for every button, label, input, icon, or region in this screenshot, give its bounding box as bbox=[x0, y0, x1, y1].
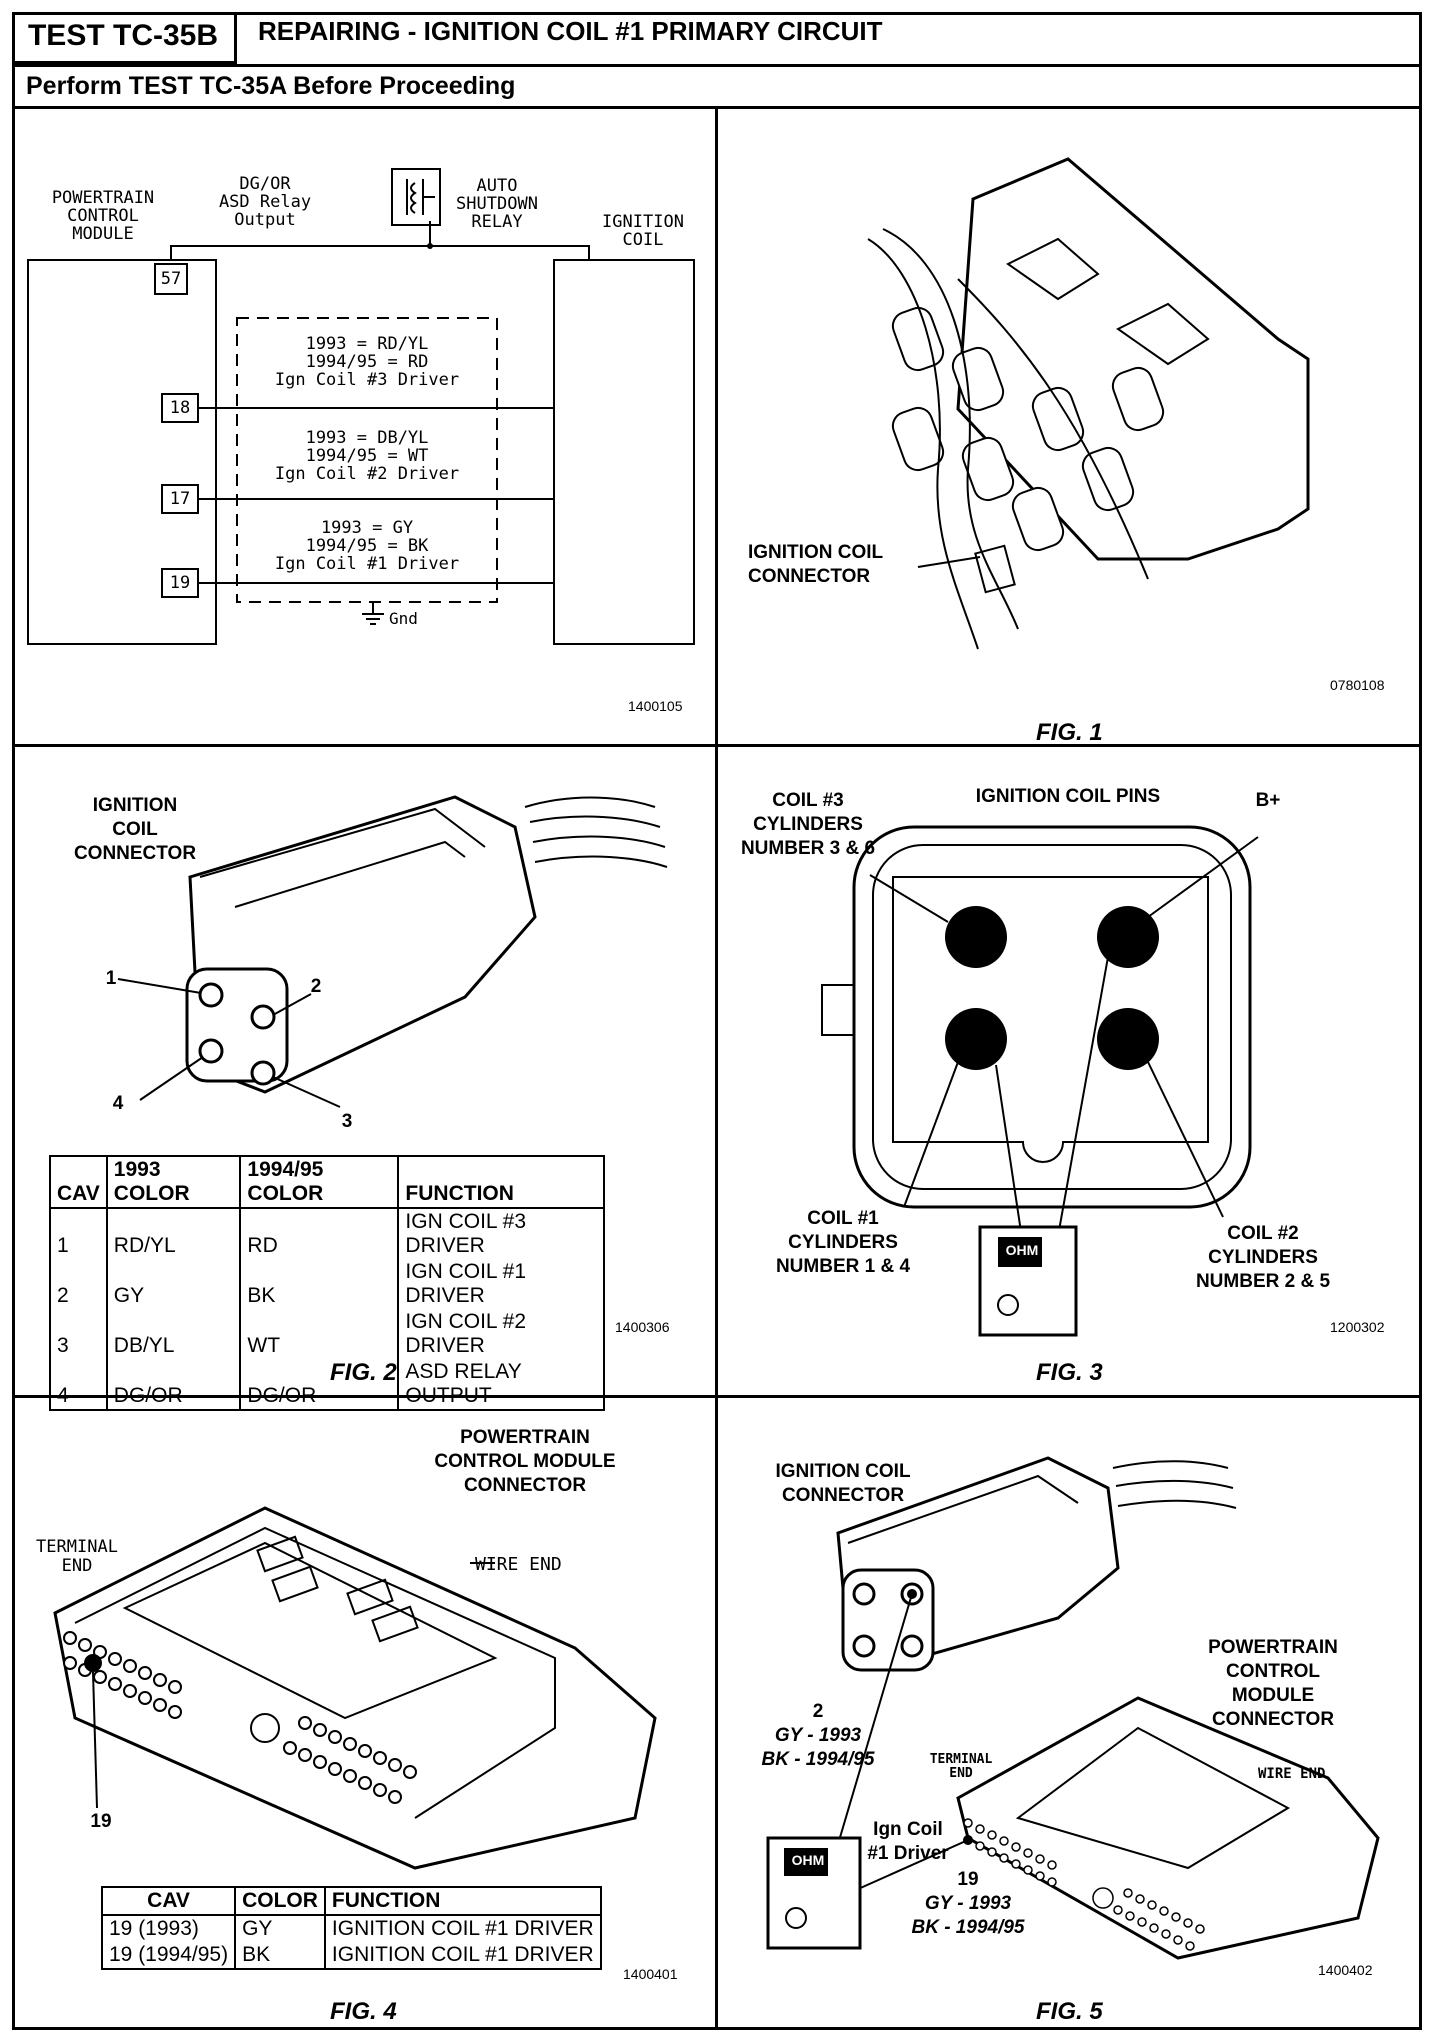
col-cav: CAV bbox=[100, 1886, 237, 1916]
test-hookup-drawing bbox=[766, 1456, 1380, 1960]
fig3-meter-display: OHM bbox=[1005, 1242, 1039, 1258]
fig5-pin2: 2 GY - 1993 BK - 1994/95 bbox=[761, 1701, 875, 1770]
coil-pack-drawing bbox=[867, 157, 1310, 650]
fig2-caption: FIG. 2 bbox=[330, 1359, 397, 1386]
panel-divider-vertical bbox=[715, 106, 718, 2030]
col-1993-color: 1993 COLOR bbox=[105, 1155, 242, 1209]
col-1994-color: 1994/95 COLOR bbox=[239, 1155, 400, 1209]
fig4-code: 1400401 bbox=[623, 1966, 678, 1982]
col-cav: CAV bbox=[49, 1155, 108, 1209]
fig1-caption: FIG. 1 bbox=[1036, 719, 1103, 746]
fig4-pin-19: 19 bbox=[90, 1811, 112, 1832]
table-header: CAV COLOR FUNCTION bbox=[100, 1886, 602, 1916]
callout-1: 1 bbox=[105, 968, 117, 989]
page-title: REPAIRING - IGNITION COIL #1 PRIMARY CIR… bbox=[258, 16, 883, 46]
pin-57: 57 bbox=[160, 269, 182, 289]
fig4-wire-end: WIRE END bbox=[475, 1554, 562, 1575]
pin-18: 18 bbox=[169, 398, 191, 418]
page-subtitle: Perform TEST TC-35A Before Proceeding bbox=[26, 72, 516, 100]
coil-pins-drawing bbox=[821, 825, 1259, 1337]
panel-divider-row2 bbox=[12, 1395, 1422, 1398]
col-color: COLOR bbox=[234, 1886, 326, 1916]
panel-divider-row1 bbox=[12, 744, 1422, 747]
fig3-code: 1200302 bbox=[1330, 1319, 1385, 1335]
pin-19: 19 bbox=[169, 573, 191, 593]
fig5-wire-end: WIRE END bbox=[1258, 1766, 1326, 1782]
col-function: FUNCTION bbox=[323, 1886, 602, 1916]
connector-drawing bbox=[117, 795, 668, 1108]
test-id: TEST TC-35B bbox=[12, 12, 237, 64]
fig3-title: IGNITION COIL PINS bbox=[975, 786, 1161, 807]
fig5-pin19: 19 GY - 1993 BK - 1994/95 bbox=[911, 1869, 1025, 1938]
bplus-label: B+ bbox=[1255, 790, 1281, 811]
fig5-meter-display: OHM bbox=[791, 1852, 825, 1868]
schematic-code: 1400105 bbox=[628, 698, 683, 714]
fig5-driver-label: Ign Coil#1 Driver bbox=[867, 1819, 949, 1864]
fig5-caption: FIG. 5 bbox=[1036, 1998, 1103, 2025]
callout-4: 4 bbox=[112, 1093, 124, 1114]
pcm-connector-drawing bbox=[53, 1506, 657, 1870]
fig1-code: 0780108 bbox=[1330, 677, 1385, 693]
callout-3: 3 bbox=[341, 1111, 353, 1132]
fig5-code: 1400402 bbox=[1318, 1962, 1373, 1978]
table-header: CAV 1993 COLOR 1994/95 COLOR FUNCTION bbox=[49, 1155, 605, 1209]
fig3-caption: FIG. 3 bbox=[1036, 1359, 1103, 1386]
schematic-lines bbox=[27, 168, 695, 645]
fig4-caption: FIG. 4 bbox=[330, 1998, 397, 2025]
ground-label: Gnd bbox=[389, 609, 418, 628]
callout-2: 2 bbox=[310, 976, 322, 997]
header-divider bbox=[12, 64, 1422, 67]
pin-17: 17 bbox=[169, 489, 191, 509]
fig2-code: 1400306 bbox=[615, 1319, 670, 1335]
col-function: FUNCTION bbox=[397, 1155, 605, 1209]
